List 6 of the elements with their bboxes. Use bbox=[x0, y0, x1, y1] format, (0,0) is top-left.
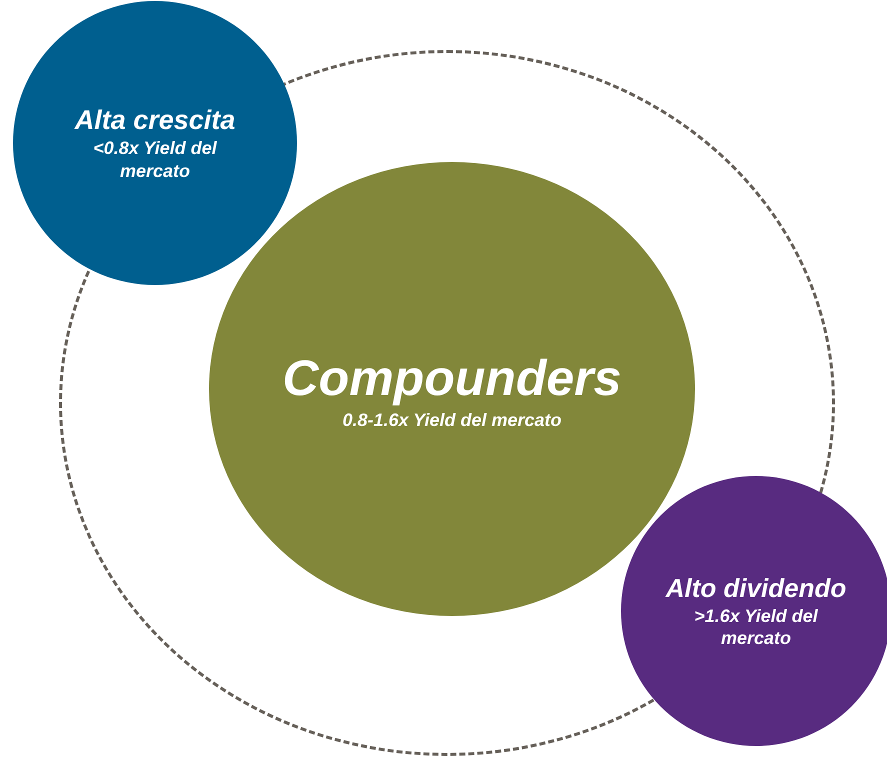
circle-title: Alta crescita bbox=[74, 104, 236, 137]
circle-subtitle: 0.8-1.6x Yield del mercato bbox=[342, 409, 562, 432]
circle-title: Compounders bbox=[282, 348, 622, 408]
circle-subtitle: <0.8x Yield del mercato bbox=[92, 137, 218, 182]
circle-subtitle: >1.6x Yield del mercato bbox=[693, 604, 819, 650]
circle-title: Alto dividendo bbox=[666, 572, 846, 605]
